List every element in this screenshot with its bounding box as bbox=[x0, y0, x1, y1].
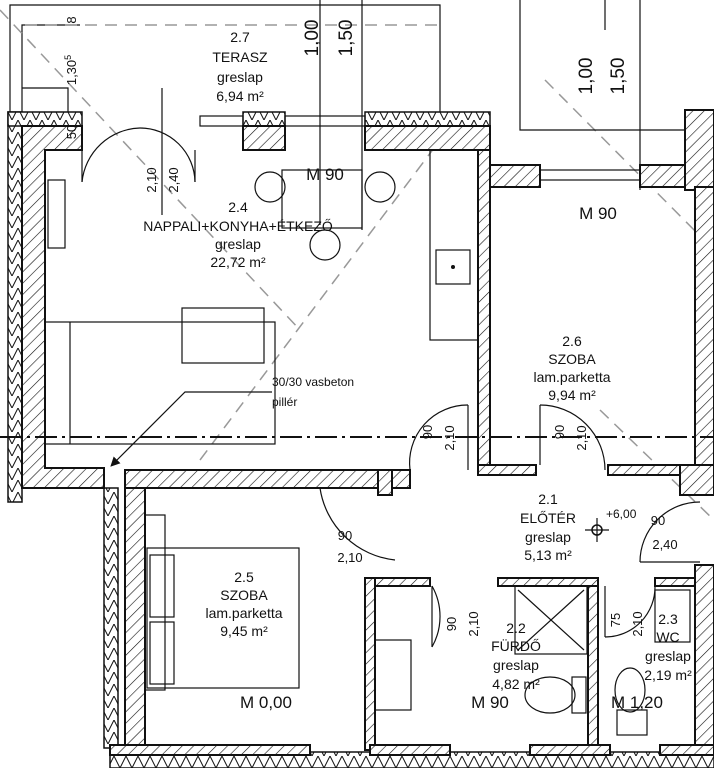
svg-text:2,10: 2,10 bbox=[337, 550, 362, 565]
level-label: +6,00 bbox=[606, 507, 637, 521]
svg-text:lam.parketta: lam.parketta bbox=[533, 369, 610, 385]
svg-text:TERASZ: TERASZ bbox=[212, 49, 268, 65]
svg-text:FÜRDŐ: FÜRDŐ bbox=[491, 637, 541, 654]
svg-text:90: 90 bbox=[552, 425, 567, 439]
shower-icon bbox=[514, 585, 588, 655]
svg-text:lam.parketta: lam.parketta bbox=[205, 605, 282, 621]
window-mark: M 90 bbox=[306, 165, 344, 184]
svg-text:greslap: greslap bbox=[525, 529, 571, 545]
svg-text:2.6: 2.6 bbox=[562, 333, 582, 349]
walls bbox=[21, 109, 714, 756]
insulation-top bbox=[364, 111, 491, 127]
pillar-note: 30/30 vasbeton bbox=[272, 375, 354, 389]
room-2-7: 2.7 TERASZ greslap 6,94 m² bbox=[212, 29, 268, 104]
window-mark: M 90 bbox=[471, 693, 509, 712]
svg-text:greslap: greslap bbox=[215, 236, 261, 252]
svg-text:50: 50 bbox=[64, 125, 79, 139]
svg-text:90: 90 bbox=[651, 513, 665, 528]
svg-text:2,40: 2,40 bbox=[652, 537, 677, 552]
window bbox=[199, 115, 244, 127]
window-mark: M 0,00 bbox=[240, 693, 292, 712]
level-marker-icon bbox=[585, 518, 609, 542]
svg-text:9,45 m²: 9,45 m² bbox=[220, 623, 268, 639]
window bbox=[539, 169, 641, 181]
svg-text:WC: WC bbox=[656, 629, 679, 645]
room-2-2: 2.2 FÜRDŐ greslap 4,82 m² bbox=[491, 620, 541, 692]
svg-text:1,00: 1,00 bbox=[302, 20, 323, 57]
window bbox=[284, 115, 366, 127]
svg-text:2,40: 2,40 bbox=[166, 167, 181, 192]
svg-text:1,305: 1,305 bbox=[63, 55, 79, 85]
svg-text:6,94 m²: 6,94 m² bbox=[216, 88, 264, 104]
svg-text:22,72 m²: 22,72 m² bbox=[210, 254, 266, 270]
svg-text:greslap: greslap bbox=[493, 657, 539, 673]
furniture bbox=[44, 149, 691, 736]
svg-text:1,00: 1,00 bbox=[576, 58, 597, 95]
doors[interactable] bbox=[81, 127, 701, 648]
svg-text:1,50: 1,50 bbox=[336, 20, 357, 57]
pillar-note: pillér bbox=[272, 395, 297, 409]
svg-text:2,10: 2,10 bbox=[442, 425, 457, 450]
svg-text:2,19 m²: 2,19 m² bbox=[644, 667, 692, 683]
room-2-1: 2.1 ELŐTÉR greslap 5,13 m² bbox=[520, 491, 576, 563]
insulation-left bbox=[7, 111, 23, 503]
window-mark: M 1,20 bbox=[611, 693, 663, 712]
terrace-outline bbox=[9, 0, 441, 230]
dimension-labels: 8 1,305 50 1,00 1,50 1,00 1,50 2,10 2,40… bbox=[63, 16, 678, 636]
svg-text:2.5: 2.5 bbox=[234, 569, 254, 585]
svg-text:SZOBA: SZOBA bbox=[220, 587, 268, 603]
svg-text:2.7: 2.7 bbox=[230, 29, 250, 45]
svg-text:greslap: greslap bbox=[217, 69, 263, 85]
svg-text:90: 90 bbox=[338, 528, 352, 543]
washbasin-icon bbox=[654, 589, 691, 643]
svg-text:NAPPALI+KONYHA+ÉTKEZŐ: NAPPALI+KONYHA+ÉTKEZŐ bbox=[143, 218, 333, 234]
svg-text:1,50: 1,50 bbox=[608, 58, 629, 95]
svg-text:2.4: 2.4 bbox=[228, 199, 248, 215]
svg-text:5,13 m²: 5,13 m² bbox=[524, 547, 572, 563]
insulation-top bbox=[7, 111, 83, 127]
toilet-icon bbox=[614, 667, 646, 713]
roof-guides bbox=[0, 0, 714, 521]
room-2-3: 2.3 WC greslap 2,19 m² bbox=[644, 611, 692, 683]
window-mark: M 90 bbox=[579, 204, 617, 223]
svg-text:90: 90 bbox=[444, 617, 459, 631]
washbasin-icon bbox=[374, 639, 412, 711]
svg-text:ELŐTÉR: ELŐTÉR bbox=[520, 510, 576, 526]
room-2-6: 2.6 SZOBA lam.parketta 9,94 m² bbox=[533, 333, 610, 403]
svg-text:SZOBA: SZOBA bbox=[548, 351, 596, 367]
pillar-pointer bbox=[110, 391, 272, 467]
svg-text:2.1: 2.1 bbox=[538, 491, 558, 507]
insulation-left-lower bbox=[103, 487, 119, 749]
svg-text:4,82 m²: 4,82 m² bbox=[492, 676, 540, 692]
svg-text:2,10: 2,10 bbox=[574, 425, 589, 450]
svg-text:9,94 m²: 9,94 m² bbox=[548, 387, 596, 403]
svg-text:2,10: 2,10 bbox=[144, 167, 159, 192]
svg-text:2,10: 2,10 bbox=[466, 611, 481, 636]
svg-text:2,10: 2,10 bbox=[630, 611, 645, 636]
room-2-4: 2.4 NAPPALI+KONYHA+ÉTKEZŐ greslap 22,72 … bbox=[143, 199, 333, 270]
svg-text:greslap: greslap bbox=[645, 648, 691, 664]
svg-text:2.2: 2.2 bbox=[506, 620, 526, 636]
bed-icon bbox=[146, 547, 300, 689]
sink-icon bbox=[435, 249, 471, 285]
room-2-5: 2.5 SZOBA lam.parketta 9,45 m² bbox=[205, 569, 282, 639]
insulation-top bbox=[242, 111, 286, 127]
toilet-icon bbox=[524, 676, 576, 714]
svg-text:90: 90 bbox=[420, 425, 435, 439]
svg-text:8: 8 bbox=[64, 16, 79, 23]
svg-text:75: 75 bbox=[608, 613, 623, 627]
svg-text:2.3: 2.3 bbox=[658, 611, 678, 627]
